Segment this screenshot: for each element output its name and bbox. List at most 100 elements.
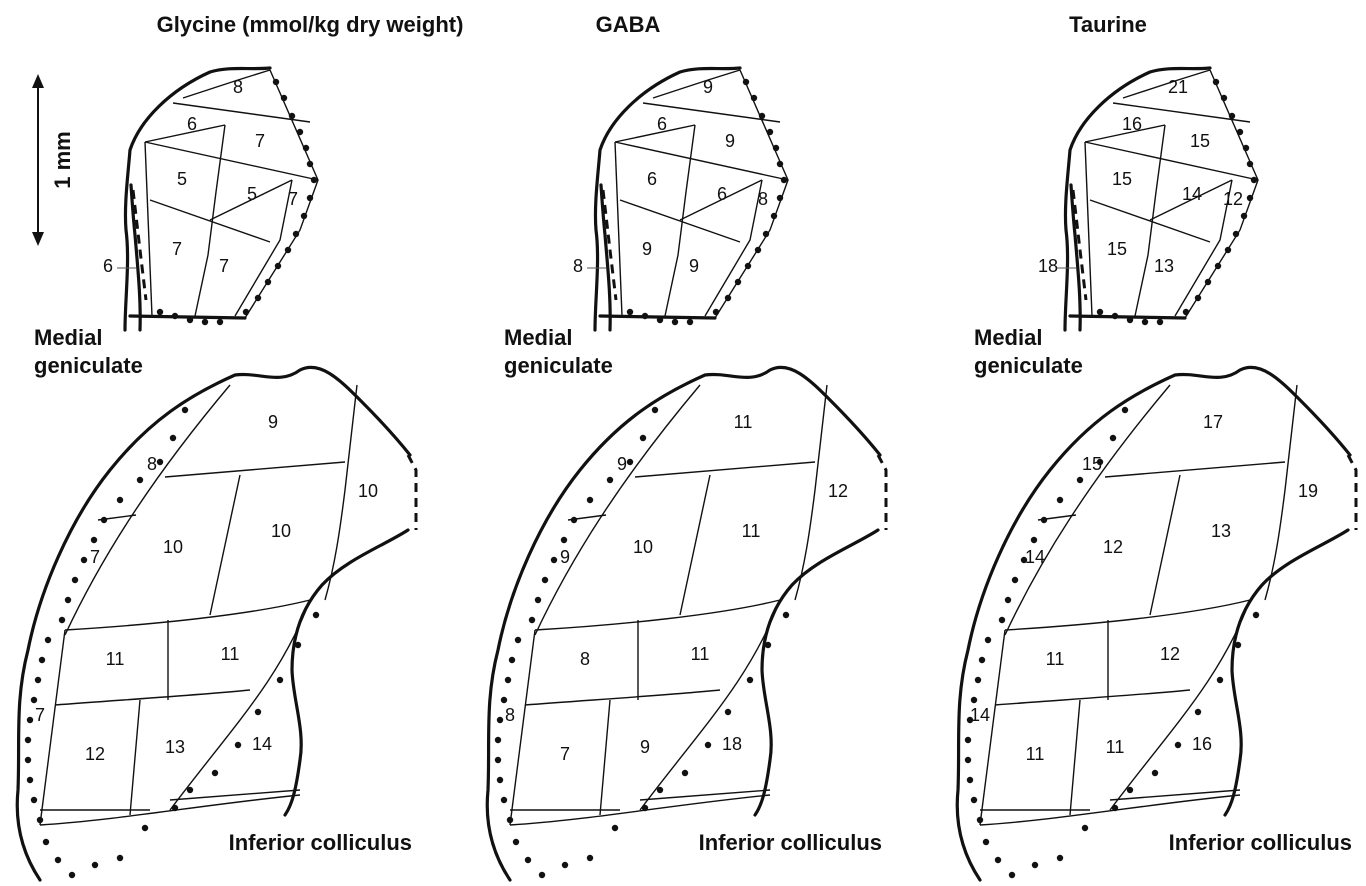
boundary-dot [1005,597,1011,603]
inferior-colliculus-label: Inferior colliculus [699,830,882,855]
boundary-dot [1077,477,1083,483]
ic-value-label: 9 [617,454,627,474]
boundary-dot [1253,612,1259,618]
boundary-dot [971,797,977,803]
boundary-dot [497,717,503,723]
medial-label-line1: Medial [34,325,102,350]
boundary-dot [965,737,971,743]
mg-value-label: 6 [717,184,727,204]
boundary-dot [217,319,223,325]
boundary-dot [771,213,777,219]
ic-value-label: 8 [147,454,157,474]
boundary-dot [529,617,535,623]
boundary-dot [561,537,567,543]
mg-lower-edge [130,316,245,318]
boundary-dot [705,742,711,748]
mg-grid-line [653,70,740,98]
ic-value-label: 9 [640,737,650,757]
boundary-dot [977,817,983,823]
ic-grid-line [165,462,345,477]
boundary-dot [307,195,313,201]
ic-grid-line [640,600,780,810]
boundary-dot [137,477,143,483]
ic-value-label: 12 [828,481,848,501]
mg-grid-line [1085,142,1092,316]
boundary-dot [642,313,648,319]
boundary-dot [640,435,646,441]
ic-grid-line [1005,385,1170,635]
boundary-dot [781,177,787,183]
ic-value-label: 17 [1203,412,1223,432]
boundary-dot [25,757,31,763]
boundary-dot [725,709,731,715]
boundary-dot [777,161,783,167]
boundary-dot [1213,79,1219,85]
boundary-dot [687,319,693,325]
ic-value-label: 10 [271,521,291,541]
ic-grid-line [210,475,240,615]
boundary-dot [525,857,531,863]
medial-label-line2: geniculate [504,353,613,378]
boundary-dot [1215,263,1221,269]
boundary-dot [117,855,123,861]
ic-grid-line [55,690,250,705]
boundary-dot [311,177,317,183]
mg-value-label: 7 [172,239,182,259]
ic-outline [957,367,1350,880]
boundary-dot [285,247,291,253]
boundary-dot [31,797,37,803]
boundary-dot [1183,309,1189,315]
ic-right-edge [755,530,878,815]
mg-value-label: 7 [255,131,265,151]
ic-outline [17,367,410,880]
boundary-dot [1122,407,1128,413]
boundary-dot [157,459,163,465]
mg-grid-line [705,180,762,316]
boundary-dot [713,309,719,315]
boundary-dot [1157,319,1163,325]
boundary-dot [182,407,188,413]
mg-value-label: 9 [703,77,713,97]
boundary-dot [751,95,757,101]
boundary-dot [1031,537,1037,543]
mg-value-label: 7 [288,189,298,209]
mg-value-label: 7 [219,256,229,276]
boundary-dot [627,459,633,465]
ic-value-label: 12 [85,744,105,764]
boundary-dot [277,677,283,683]
ic-value-label: 11 [734,412,753,432]
boundary-dot [1225,247,1231,253]
mg-grid-line [145,125,225,142]
ic-value-label: 11 [221,644,240,664]
mg-value-label: 5 [247,184,257,204]
boundary-dot [273,79,279,85]
boundary-dot [187,787,193,793]
ic-grid-line [1005,600,1250,630]
ic-grid-line [65,600,310,630]
mg-lower-edge [1070,316,1185,318]
boundary-dot [1152,770,1158,776]
boundary-dot [142,825,148,831]
boundary-dot [72,577,78,583]
mg-value-label: 14 [1182,184,1202,204]
mg-value-label: 12 [1223,189,1243,209]
boundary-dot [501,797,507,803]
mg-grid-line [615,142,622,316]
boundary-dot [745,263,751,269]
boundary-dot [27,777,33,783]
boundary-dot [763,231,769,237]
boundary-dot [55,857,61,863]
mg-grid-line [1085,142,1258,180]
ic-value-label: 7 [35,705,45,725]
boundary-dot [1057,855,1063,861]
ic-grid-line [600,700,610,815]
boundary-dot [551,557,557,563]
mg-value-label: 6 [103,256,113,276]
mg-grid-line [235,180,292,316]
boundary-dot [1241,213,1247,219]
ic-grid-line [635,462,815,477]
boundary-dot [202,319,208,325]
boundary-dot [1243,145,1249,151]
boundary-dot [235,742,241,748]
